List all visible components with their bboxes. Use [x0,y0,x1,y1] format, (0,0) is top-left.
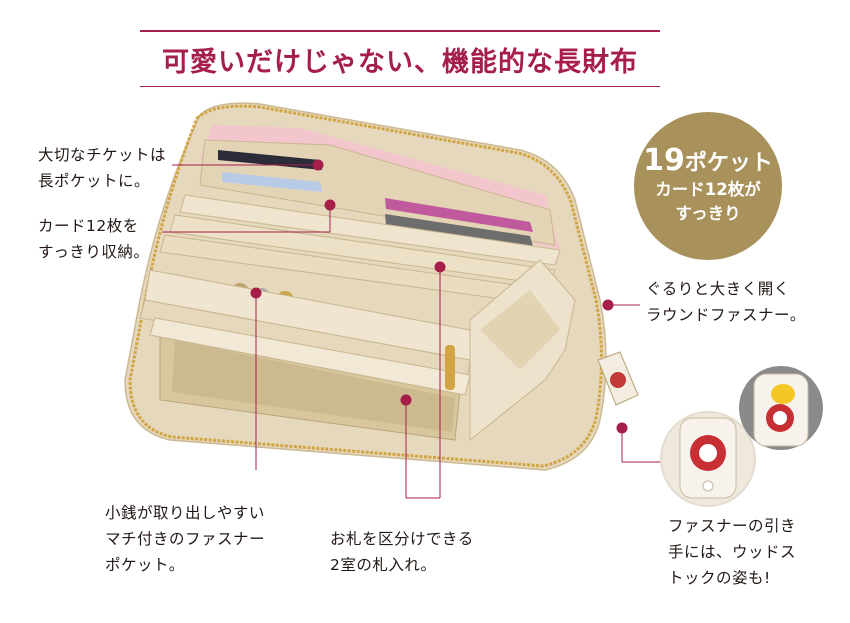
bills-inner [172,340,455,432]
zipper-pull-closeup-front [660,411,756,507]
card [222,172,322,192]
callout-long-pocket: 大切なチケットは 長ポケットに。 [38,146,167,190]
card [385,198,533,232]
title-bottom-rule [140,85,660,87]
badge-line-3: すっきり [675,203,741,223]
callout-dot [250,287,262,299]
callout-dot [400,394,412,406]
card [385,214,533,246]
callout-zipper: ぐるりと大きく開く ラウンドファスナー。 [646,280,806,324]
badge-pocket-label: ポケット [684,150,773,176]
callout-coin-pocket: 小銭が取り出しやすい マチ付きのファスナー ポケット。 [105,504,266,574]
badge-number: 19 [643,142,685,178]
callout-bill-sections: お札を区分けできる 2室の札入れ。 [330,530,474,574]
card-slot-layer [179,194,561,266]
page-title: 可愛いだけじゃない、機能的な長財布 [162,46,638,78]
callout-zipper-pull: ファスナーの引き 手には、ウッドス トックの姿も! [668,517,797,587]
callout-card-slots: カード12枚を すっきり収納。 [38,217,150,261]
title-top-rule [140,30,660,32]
callout-dot [324,199,336,211]
callout-dot [616,422,628,434]
title-block: 可愛いだけじゃない、機能的な長財布 [140,30,660,87]
callout-dot [602,299,614,311]
badge-line-1: 19ポケット [643,145,773,178]
woodstock-icon [771,384,795,404]
zipper-pull-emblem [610,372,626,388]
zipper-pull-closeup-back [739,366,823,450]
accordion-fold [480,290,560,370]
badge-line-2: カード12枚が [655,179,761,199]
callout-lines [162,159,660,499]
callout-dot [434,261,446,273]
inner-zipper-pull [445,345,455,390]
callout-dot [312,159,324,171]
bill-divider [149,317,471,396]
pocket-count-badge: 19ポケット カード12枚が すっきり [634,112,782,260]
